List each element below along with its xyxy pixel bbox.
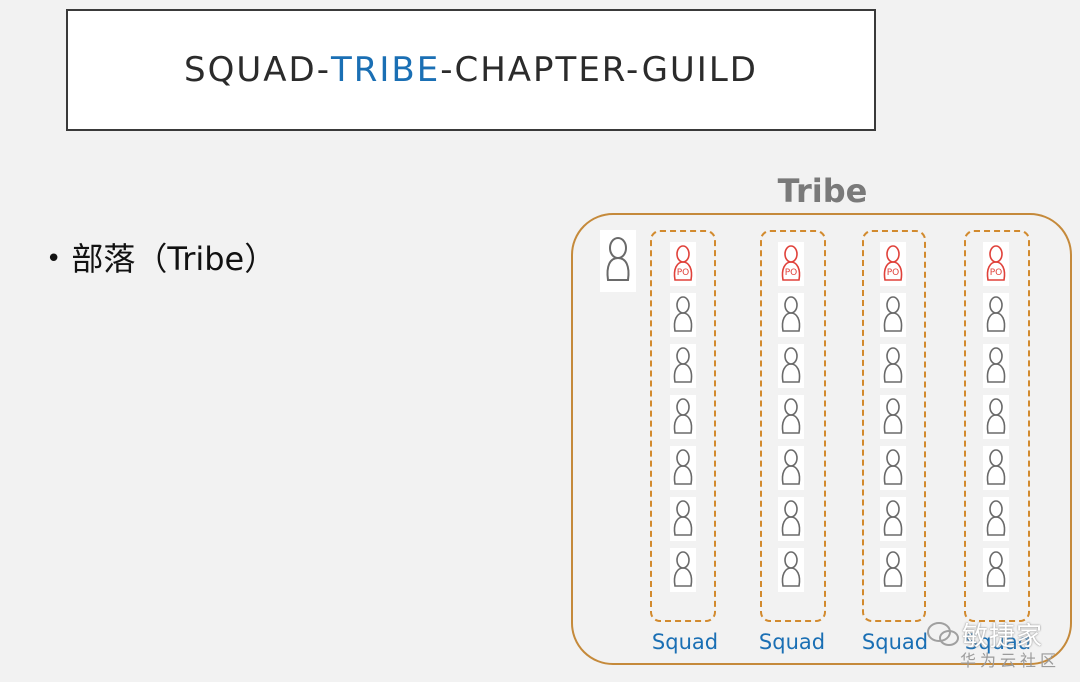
svg-text:PO: PO [887, 268, 900, 278]
product-owner-person-icon: PO [778, 242, 804, 286]
tribe-boundary [571, 213, 1072, 665]
product-owner-person-icon: PO [670, 242, 696, 286]
tribe-lead-person-icon [600, 230, 636, 292]
watermark-community: 华为云社区 [960, 651, 1061, 670]
squad-member-person-icon [983, 548, 1009, 592]
squad-label: Squad [651, 630, 719, 654]
squad-member-person-icon [670, 548, 696, 592]
squad-member-person-icon [880, 293, 906, 337]
squad-boundary [760, 230, 826, 622]
svg-text:PO: PO [990, 268, 1003, 278]
squad-member-person-icon [983, 344, 1009, 388]
squad-member-person-icon [880, 548, 906, 592]
squad-member-person-icon [778, 344, 804, 388]
chat-bubble-icon [926, 620, 960, 650]
squad-member-person-icon [670, 395, 696, 439]
tribe-label: Tribe [777, 172, 868, 210]
squad-member-person-icon [983, 446, 1009, 490]
product-owner-person-icon: PO [880, 242, 906, 286]
squad-member-person-icon [670, 344, 696, 388]
squad-boundary [650, 230, 716, 622]
bullet-text: 部落（Tribe） [71, 240, 277, 278]
squad-member-person-icon [983, 497, 1009, 541]
squad-member-person-icon [778, 497, 804, 541]
squad-boundary [964, 230, 1030, 622]
product-owner-person-icon: PO [983, 242, 1009, 286]
bullet-marker: • [46, 244, 62, 274]
squad-member-person-icon [880, 395, 906, 439]
squad-member-person-icon [778, 293, 804, 337]
svg-text:PO: PO [677, 268, 690, 278]
squad-member-person-icon [670, 446, 696, 490]
squad-member-person-icon [880, 497, 906, 541]
title-highlight: TRIBE [330, 50, 441, 90]
squad-member-person-icon [778, 446, 804, 490]
svg-text:PO: PO [785, 268, 798, 278]
title-suffix: -CHAPTER-GUILD [440, 50, 758, 90]
squad-member-person-icon [983, 293, 1009, 337]
title-box: SQUAD-TRIBE-CHAPTER-GUILD [66, 9, 876, 131]
squad-member-person-icon [670, 497, 696, 541]
squad-member-person-icon [670, 293, 696, 337]
squad-member-person-icon [778, 395, 804, 439]
squad-member-person-icon [880, 446, 906, 490]
squad-member-person-icon [778, 548, 804, 592]
squad-member-person-icon [983, 395, 1009, 439]
watermark-brand: 敏捷家 [962, 622, 1044, 652]
bullet-item: • 部落（Tribe） [46, 234, 276, 280]
title-prefix: SQUAD- [184, 50, 331, 90]
squad-label: Squad [758, 630, 826, 654]
squad-member-person-icon [880, 344, 906, 388]
squad-boundary [862, 230, 926, 622]
squad-label: Squad [861, 630, 929, 654]
squad-label: Squad [964, 630, 1032, 654]
